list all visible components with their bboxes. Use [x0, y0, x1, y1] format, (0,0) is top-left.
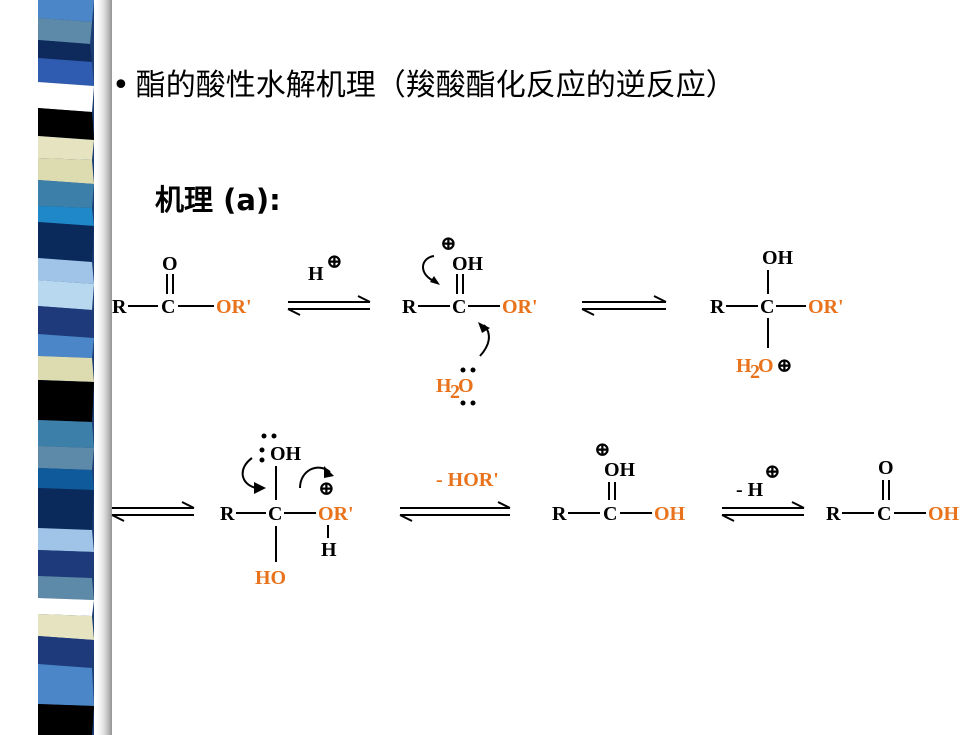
mechanism-label: 机理 (a): — [155, 183, 281, 217]
water-o-label: O — [458, 375, 474, 397]
protonated-r-label: R — [402, 296, 417, 318]
pacid-charge: ⊕ — [594, 439, 611, 461]
tetra-r-label: R — [710, 296, 725, 318]
equilibrium-arrow-3 — [111, 501, 195, 522]
ester-structure: R C O OR' — [112, 253, 252, 318]
tetra-oh-label: OH — [762, 247, 794, 269]
equilibrium-arrow-2 — [581, 295, 667, 316]
ester-r-label: R — [112, 296, 127, 318]
equilibrium-arrow-4: - HOR' — [399, 469, 511, 522]
acid-oh-label: OH — [928, 503, 960, 525]
pacid-c-label: C — [603, 503, 617, 525]
protonated-charge: ⊕ — [440, 233, 457, 255]
pacid-r-label: R — [552, 503, 567, 525]
tetra-water-sub: 2 — [750, 361, 760, 383]
tetrahedral-intermediate-structure: OH R C OR' H 2 O ⊕ — [710, 247, 844, 383]
protonated-ester-structure: ⊕ OH R C OR' H 2 O — [402, 233, 538, 406]
slide-title-text: 酯的酸性水解机理（羧酸酯化反应的逆反应） — [135, 68, 736, 103]
inter-or-label: OR' — [318, 503, 354, 525]
deprotonation-charge: ⊕ — [764, 461, 781, 483]
protonated-acid-structure: ⊕ OH R C OH — [552, 439, 686, 525]
slide-title: •酯的酸性水解机理（羧酸酯化反应的逆反应） — [112, 60, 736, 104]
ester-o-label: O — [162, 253, 178, 275]
tetra-or-label: OR' — [808, 296, 844, 318]
acid-o-label: O — [878, 457, 894, 479]
water-h-label: H — [436, 375, 452, 397]
proton-h-label: H — [308, 263, 324, 285]
pacid-oh-label: OH — [654, 503, 686, 525]
tetra-water-h: H — [736, 355, 752, 377]
bullet-point: • — [112, 68, 130, 103]
ester-or-label: OR' — [216, 296, 252, 318]
leaving-group-label: - HOR' — [436, 469, 499, 491]
deprotonation-label: - H — [736, 479, 764, 501]
protonated-or-label: OR' — [502, 296, 538, 318]
tetra-water-charge: ⊕ — [776, 355, 793, 377]
tetra-c-label: C — [760, 296, 774, 318]
protonated-oh-label: OH — [452, 253, 484, 275]
decorative-stripe-bar — [0, 0, 112, 735]
acid-r-label: R — [826, 503, 841, 525]
inter-oh-label: OH — [270, 443, 302, 465]
equilibrium-arrow-5: - H ⊕ — [721, 461, 805, 522]
inter-r-label: R — [220, 503, 235, 525]
protonated-c-label: C — [452, 296, 466, 318]
ester-c-label: C — [161, 296, 175, 318]
inter-h-label: H — [321, 539, 337, 561]
inter-charge: ⊕ — [318, 478, 335, 500]
carboxylic-acid-structure: O R C OH — [826, 457, 960, 525]
equilibrium-arrow-1: H ⊕ — [287, 251, 371, 316]
pacid-oh-top: OH — [604, 459, 636, 481]
water-subscript: 2 — [450, 381, 460, 403]
proton-charge: ⊕ — [326, 251, 343, 273]
proton-transfer-intermediate-structure: OH ⊕ R C OR' H HO — [220, 433, 354, 589]
inter-ho-label: HO — [255, 567, 286, 589]
inter-c-label: C — [268, 503, 282, 525]
acid-c-label: C — [877, 503, 891, 525]
curved-arrow-lone-pair — [241, 457, 257, 489]
tetra-water-o: O — [758, 355, 774, 377]
